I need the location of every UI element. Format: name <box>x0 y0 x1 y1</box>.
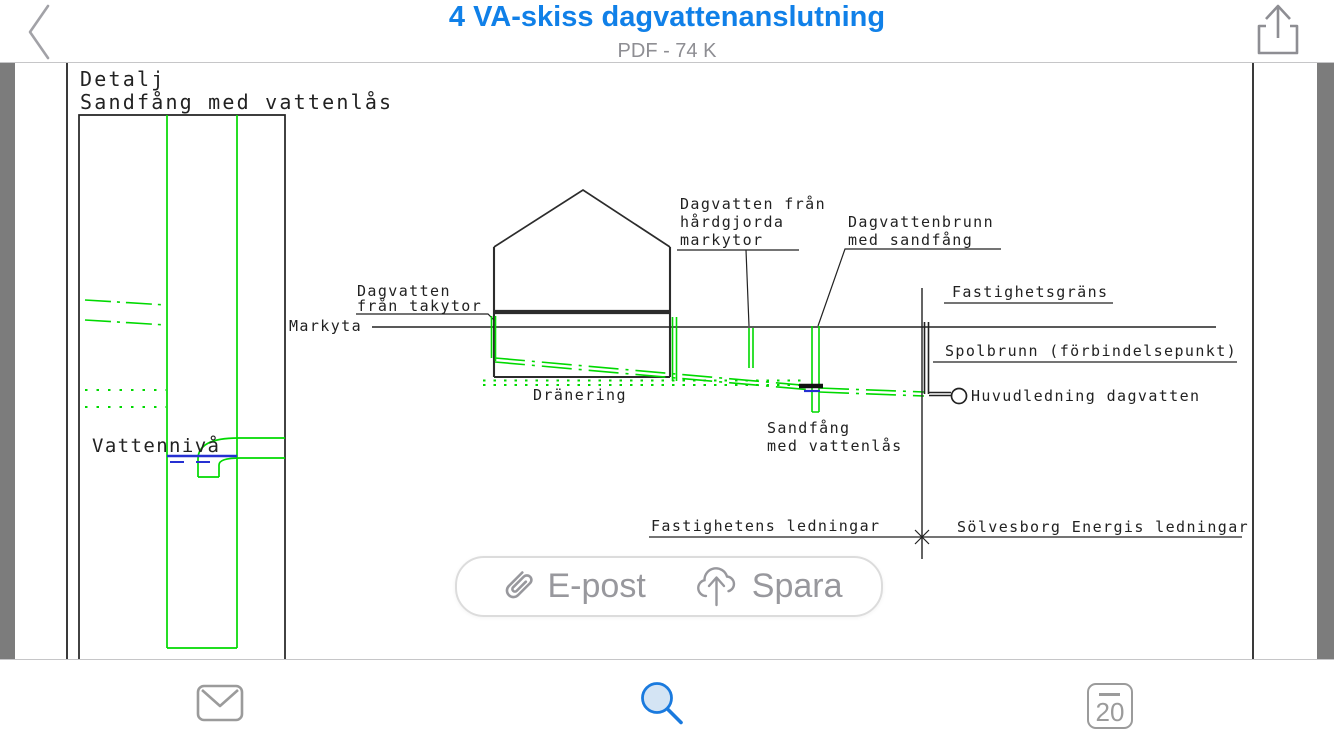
svg-text:med sandfång: med sandfång <box>848 231 973 249</box>
mail-button[interactable] <box>196 684 244 727</box>
flush-well-label: Spolbrunn (förbindelsepunkt) <box>945 342 1237 360</box>
svg-text:Sandfång: Sandfång <box>767 419 850 437</box>
bottom-toolbar: 20 <box>0 659 1334 750</box>
boundary-label: Fastighetsgräns <box>952 283 1108 301</box>
leader-line <box>356 313 496 322</box>
downpipe-right <box>671 317 678 381</box>
email-button[interactable]: E-post <box>547 567 646 605</box>
search-button[interactable] <box>634 677 686 738</box>
share-icon <box>1257 4 1299 55</box>
buried-stormwater-pipe <box>494 357 925 397</box>
ground-label: Markyta <box>289 317 362 335</box>
owner-right-label: Sölvesborg Energis ledningar <box>957 518 1249 536</box>
label-paved-stormwater: Dagvatten från hårdgjorda markytor <box>677 195 826 327</box>
save-button[interactable]: Spara <box>751 567 843 605</box>
label-roof-stormwater: Dagvatten från takytor <box>356 282 496 322</box>
va-sketch-drawing: Detalj Sandfång med vattenlås Vattennivå <box>66 62 1254 659</box>
drainage-label: Dränering <box>533 386 627 404</box>
search-icon <box>641 682 683 725</box>
back-button[interactable] <box>18 2 64 60</box>
owner-left-label: Fastighetens ledningar <box>651 517 880 535</box>
ownership-dimension: Fastighetens ledningar Sölvesborg Energi… <box>649 517 1249 545</box>
property-boundary: Fastighetsgräns <box>921 283 1113 559</box>
page-margin-left <box>0 62 15 659</box>
pages-count: 20 <box>1095 697 1125 727</box>
svg-text:Dagvattenbrunn: Dagvattenbrunn <box>848 213 994 231</box>
pipe-network <box>483 316 925 413</box>
svg-text:markytor: markytor <box>680 231 763 249</box>
detail-pipe-green <box>166 115 238 649</box>
cloud-upload-icon <box>696 566 735 606</box>
main-pipe-callout: Huvudledning dagvatten <box>929 387 1200 405</box>
detail-title-line2: Sandfång med vattenlås <box>80 90 393 114</box>
envelope-icon <box>196 684 244 722</box>
page-margin-right <box>1317 62 1334 659</box>
svg-text:Dagvatten från: Dagvatten från <box>680 195 826 213</box>
svg-text:från takytor: från takytor <box>357 297 482 315</box>
pages-bar-icon <box>1099 693 1120 696</box>
detail-drain-dotted <box>85 389 166 408</box>
drawing-frame <box>66 62 1254 659</box>
detail-water-trap <box>197 437 285 478</box>
svg-text:hårdgjorda: hårdgjorda <box>680 213 784 231</box>
detail-title-line1: Detalj <box>80 67 165 91</box>
sand-trap-well <box>811 326 820 413</box>
pages-button[interactable]: 20 <box>1087 683 1133 729</box>
action-pill: E-post Spara <box>455 556 883 617</box>
dimension-cross <box>914 529 930 545</box>
downpipe-left <box>490 316 497 361</box>
label-sand-trap: Sandfång med vattenlås <box>767 419 903 455</box>
flush-well: Spolbrunn (förbindelsepunkt) <box>923 322 1237 394</box>
chevron-left-icon <box>28 4 50 60</box>
file-meta: PDF - 74 K <box>617 40 717 62</box>
main-pipe-node <box>950 387 968 405</box>
nav-bar: 4 VA-skiss dagvattenanslutning PDF - 74 … <box>0 0 1334 63</box>
leader-line <box>817 248 1001 327</box>
svg-text:Dagvatten: Dagvatten <box>357 282 451 300</box>
main-pipe-label: Huvudledning dagvatten <box>971 387 1200 405</box>
page-title: 4 VA-skiss dagvattenanslutning <box>448 1 886 33</box>
detail-view: Detalj Sandfång med vattenlås Vattennivå <box>78 67 393 659</box>
svg-text:med vattenlås: med vattenlås <box>767 437 903 455</box>
drainage-dotted-line <box>483 379 807 386</box>
label-stormwater-well: Dagvattenbrunn med sandfång <box>817 213 1001 327</box>
house-outline <box>492 188 672 379</box>
leader-line <box>677 249 799 327</box>
share-button[interactable] <box>1250 2 1306 60</box>
water-level-line <box>167 454 237 463</box>
water-level-label: Vattennivå <box>92 434 220 457</box>
paved-connector <box>748 328 754 368</box>
paperclip-icon <box>505 570 533 598</box>
detail-well-outline <box>78 114 286 659</box>
detail-inlet-pipes <box>84 299 167 326</box>
